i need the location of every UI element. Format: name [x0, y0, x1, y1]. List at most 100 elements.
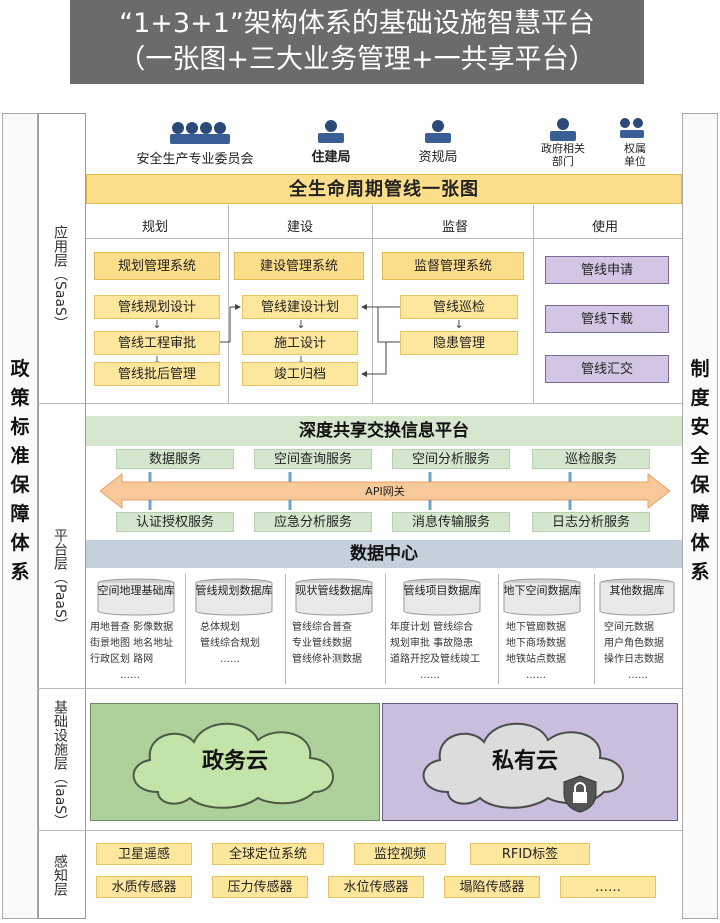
arrow-down-icon: ↓ [454, 318, 464, 331]
ownership-unit-icon [620, 118, 644, 142]
onemap-band: 全生命周期管线一张图 [86, 174, 682, 204]
layer-paas-label: 平台层（PaaS） [52, 528, 68, 632]
right-char-1: 度 [690, 387, 710, 409]
service-emergency: 应急分析服务 [254, 512, 372, 532]
planning-step-post: 管线批后管理 [94, 362, 220, 386]
construction-step-archive: 竣工归档 [242, 362, 358, 386]
usage-download-button[interactable]: 管线下载 [545, 305, 669, 333]
db-item: 用地普查 影像数据 [90, 622, 174, 633]
col-planning-label: 规划 [141, 220, 168, 235]
database-icon [194, 578, 274, 616]
left-char-2: 标 [10, 416, 30, 438]
construction-step-plan: 管线建设计划 [242, 295, 358, 319]
db-item: …… [220, 654, 240, 665]
supervision-step-inspection: 管线巡检 [400, 295, 518, 319]
db-project-name: 管线项目数据库 [403, 584, 481, 597]
api-gateway-label: API网关 [365, 485, 405, 498]
col-divider-1 [228, 205, 229, 403]
arrow-down-icon: ↓ [296, 354, 306, 367]
db-item: …… [526, 670, 546, 681]
db-project-items: 年度计划 管线综合 规划审批 事故隐患 道路开挖及管线竣工 …… [390, 620, 480, 684]
db-underground-name: 地下空间数据库 [503, 584, 581, 597]
database-icon [96, 578, 176, 616]
left-char-1: 策 [10, 387, 30, 409]
col-divider-3 [533, 205, 534, 403]
db-item: 年度计划 管线综合 [390, 622, 474, 633]
col-header-divider [86, 238, 682, 239]
housing-bureau-icon [318, 120, 344, 146]
db-other-name: 其他数据库 [609, 584, 665, 597]
supervision-step-hazard: 隐患管理 [400, 331, 518, 355]
shield-lock-icon [563, 775, 597, 813]
layer-iaas-label: 基础设施层（IaaS） [52, 700, 68, 829]
layer-label-column [38, 113, 86, 919]
db-current-name: 现状管线数据库 [295, 584, 373, 597]
layer-sense-label: 感知层 [52, 854, 68, 896]
service-spatial-query: 空间查询服务 [254, 449, 372, 469]
planning-system: 规划管理系统 [94, 252, 220, 280]
col-supervision-label: 监督 [441, 220, 468, 235]
divider-saas-paas [38, 403, 682, 404]
planning-step-approval: 管线工程审批 [94, 331, 220, 355]
service-spatial-analysis: 空间分析服务 [392, 449, 510, 469]
government-dept-icon [550, 118, 576, 144]
db-other-items: 空间元数据 用户角色数据 操作日志数据 …… [604, 620, 664, 684]
service-auth: 认证授权服务 [116, 512, 234, 532]
right-security-text: 制 度 安 全 保 障 体 系 [688, 355, 712, 587]
db-item: …… [628, 670, 648, 681]
db-planning-name: 管线规划数据库 [195, 584, 273, 597]
service-data: 数据服务 [116, 449, 234, 469]
layer-saas-label: 应用层（SaaS） [52, 224, 68, 330]
usage-apply-button[interactable]: 管线申请 [545, 256, 669, 284]
sensor-gps: 全球定位系统 [212, 843, 324, 865]
sensor-more: …… [560, 876, 656, 898]
sensor-video: 监控视频 [354, 843, 446, 865]
db-spatial-name: 空间地理基础库 [97, 584, 175, 597]
gov-cloud-label: 政务云 [201, 749, 268, 774]
col-construction-label: 建设 [286, 220, 313, 235]
left-policy-column [2, 113, 38, 919]
page-title: “1+3+1”架构体系的基础设施智慧平台 （一张图+三大业务管理+一共享平台） [70, 0, 644, 84]
stakeholder-government-dept: 政府相关部门 [541, 142, 585, 168]
db-item: 地下商场数据 [506, 638, 566, 649]
db-item: 空间元数据 [604, 622, 654, 633]
datacenter-band: 数据中心 [86, 540, 682, 568]
db-item: 管线综合规划 [200, 638, 260, 649]
service-inspection: 巡检服务 [532, 449, 650, 469]
db-item: 操作日志数据 [604, 654, 664, 665]
sensor-water-level: 水位传感器 [328, 876, 424, 898]
col-usage-label: 使用 [591, 220, 618, 235]
divider-paas-iaas [38, 688, 682, 689]
sensor-collapse: 塌陷传感器 [444, 876, 540, 898]
arrow-down-icon: ↓ [152, 354, 162, 367]
resources-bureau-icon [425, 120, 451, 146]
right-char-3: 全 [690, 445, 710, 467]
database-icon [294, 578, 374, 616]
right-char-5: 障 [690, 503, 710, 525]
sensor-satellite: 卫星遥感 [96, 843, 192, 865]
left-char-0: 政 [10, 358, 30, 380]
left-char-7: 系 [10, 561, 30, 583]
sensor-water-quality: 水质传感器 [96, 876, 192, 898]
db-item: 行政区划 路网 [90, 654, 154, 665]
title-line-1: “1+3+1”架构体系的基础设施智慧平台 [119, 8, 595, 39]
right-char-4: 保 [690, 474, 710, 496]
db-item: 管线综合普查 [292, 622, 352, 633]
committee-icon [170, 122, 230, 146]
stakeholder-housing-bureau: 住建局 [311, 150, 351, 165]
title-line-2: （一张图+三大业务管理+一共享平台） [118, 44, 596, 75]
usage-submit-button[interactable]: 管线汇交 [545, 355, 669, 383]
stakeholder-committee: 安全生产专业委员会 [136, 152, 254, 167]
db-item: 道路开挖及管线竣工 [390, 654, 480, 665]
db-planning-items: 总体规划 管线综合规划 …… [200, 620, 260, 668]
stakeholder-resources-bureau: 资规局 [418, 150, 458, 165]
right-char-0: 制 [690, 358, 710, 380]
construction-system: 建设管理系统 [234, 252, 364, 280]
right-char-6: 体 [690, 532, 710, 554]
db-item: 专业管线数据 [292, 638, 352, 649]
left-char-6: 体 [10, 532, 30, 554]
private-cloud-label: 私有云 [491, 749, 558, 774]
divider-iaas-sense [38, 830, 682, 831]
db-item: 总体规划 [200, 622, 240, 633]
stakeholder-ownership-unit: 权属单位 [624, 142, 646, 168]
